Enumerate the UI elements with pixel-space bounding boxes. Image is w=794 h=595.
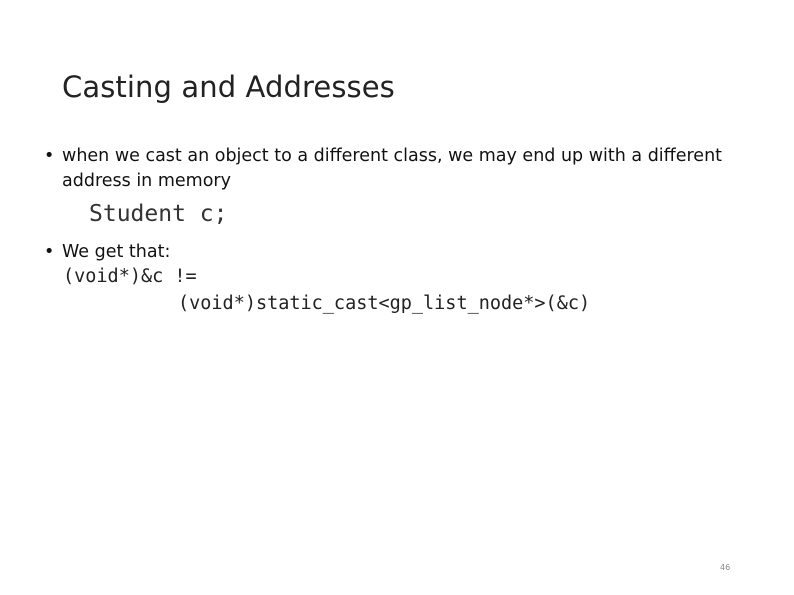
code-line-2: (void*)static_cast<gp_list_node*>(&c) [178, 293, 591, 314]
slide-title: Casting and Addresses [62, 70, 395, 104]
bullet-marker: • [44, 146, 55, 166]
bullet-text-line-1: when we cast an object to a different cl… [62, 146, 723, 166]
bullet-text-line-1: We get that: [62, 242, 171, 262]
bullet-we-get-that: • We get that: [44, 240, 744, 270]
bullet-cast-address: • when we cast an object to a different … [44, 144, 794, 196]
code-declaration: Student c; [89, 201, 228, 227]
code-line-1: (void*)&c != [63, 266, 197, 287]
bullet-marker: • [44, 242, 55, 262]
page-number: 46 [720, 563, 731, 572]
bullet-text-line-2: address in memory [62, 171, 231, 191]
